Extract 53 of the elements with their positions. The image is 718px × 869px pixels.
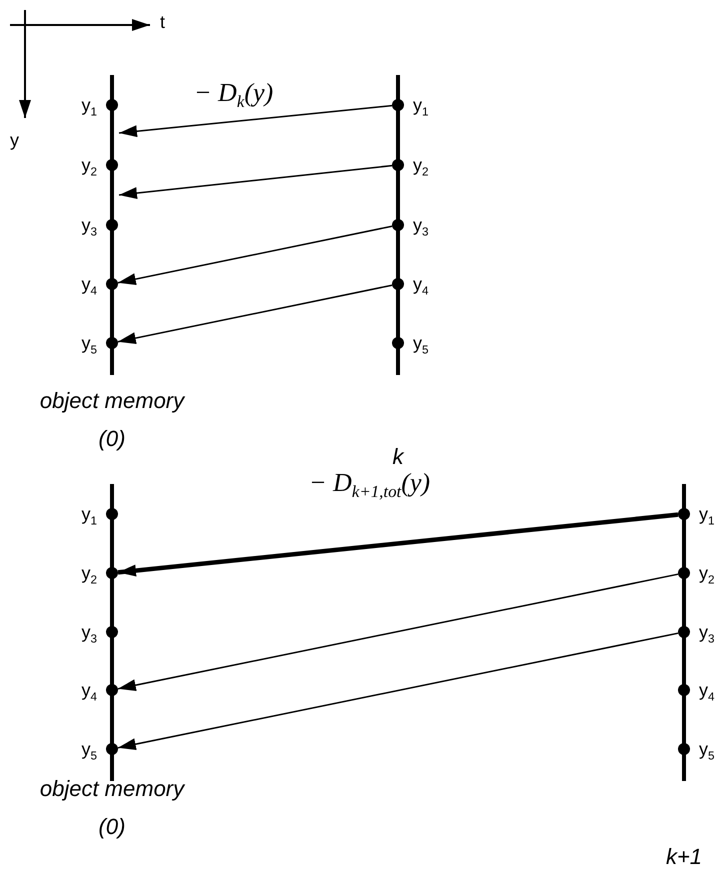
point-label: y$_{2}$ <box>699 563 715 589</box>
point-label: y$_{5}$ <box>413 333 429 359</box>
timeline-point <box>392 99 404 111</box>
timeline-caption: k <box>392 443 406 471</box>
timeline-point <box>392 337 404 349</box>
timeline-point <box>106 337 118 349</box>
point-label: y$_{2}$ <box>81 563 97 589</box>
timeline-caption: k+1 <box>664 843 704 869</box>
arrow <box>118 512 678 576</box>
timeline-caption: object memory (0) <box>38 775 186 841</box>
point-label: y$_{1}$ <box>699 504 715 530</box>
point-label: y$_{1}$ <box>81 504 97 530</box>
arrow <box>118 225 392 286</box>
timeline-caption: object memory (0) <box>38 387 186 453</box>
timeline-point <box>106 743 118 755</box>
timeline-point <box>106 278 118 290</box>
arrow <box>118 164 392 200</box>
timeline-point <box>106 626 118 638</box>
point-label: y$_{2}$ <box>413 155 429 181</box>
timeline-point <box>106 219 118 231</box>
timeline-point <box>678 567 690 579</box>
timeline-point <box>678 684 690 696</box>
point-label: y$_{5}$ <box>699 739 715 765</box>
timeline-point <box>392 278 404 290</box>
point-label: y$_{4}$ <box>81 274 97 300</box>
axis-label: y <box>10 130 19 151</box>
timeline-point <box>678 508 690 520</box>
point-label: y$_{3}$ <box>699 622 715 648</box>
axis-label: t <box>160 12 166 33</box>
timeline-point <box>106 508 118 520</box>
timeline-point <box>678 626 690 638</box>
timeline-point <box>106 159 118 171</box>
point-label: y$_{5}$ <box>81 333 97 359</box>
timeline-point <box>392 219 404 231</box>
point-label: y$_{4}$ <box>81 680 97 706</box>
point-label: y$_{1}$ <box>413 95 429 121</box>
point-label: y$_{3}$ <box>81 622 97 648</box>
arrow <box>118 284 392 344</box>
point-label: y$_{4}$ <box>699 680 715 706</box>
arrow <box>118 104 392 138</box>
timeline-point <box>106 567 118 579</box>
timeline-point <box>106 684 118 696</box>
point-label: y$_{5}$ <box>81 739 97 765</box>
point-label: y$_{2}$ <box>81 155 97 181</box>
timeline-point <box>678 743 690 755</box>
point-label: y$_{3}$ <box>413 215 429 241</box>
timeline-point <box>392 159 404 171</box>
timeline-point <box>106 99 118 111</box>
point-label: y$_{4}$ <box>413 274 429 300</box>
point-label: y$_{1}$ <box>81 95 97 121</box>
arrow <box>118 573 678 692</box>
point-label: y$_{3}$ <box>81 215 97 241</box>
arrow <box>118 632 678 750</box>
